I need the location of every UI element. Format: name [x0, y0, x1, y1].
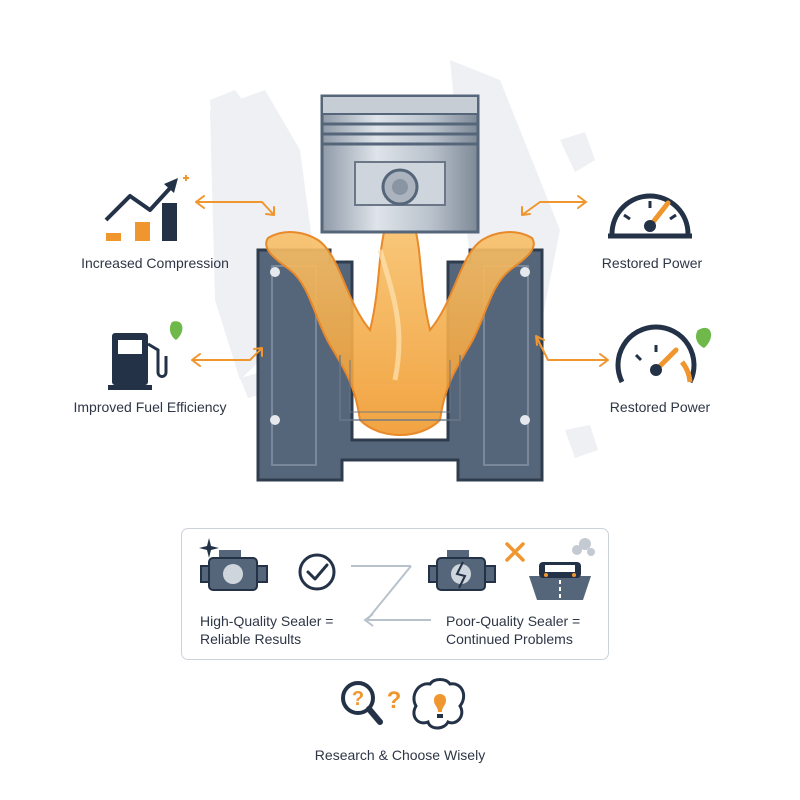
label-increased-compression: Increased Compression — [81, 255, 229, 271]
arrow-power-bottom — [535, 335, 609, 367]
high-quality-line2: Reliable Results — [200, 631, 302, 647]
speedometer-icon — [608, 193, 692, 239]
car-road-icon — [529, 538, 595, 600]
poor-quality-line1: Poor-Quality Sealer = — [446, 613, 581, 629]
research-label: Research & Choose Wisely — [314, 747, 486, 763]
speedometer-leaf-icon — [615, 324, 712, 384]
piston — [320, 94, 480, 234]
check-circle-icon — [298, 553, 336, 591]
arrows — [191, 195, 609, 367]
sparkle-icon — [199, 538, 219, 558]
engine-bad-icon — [428, 550, 496, 591]
engine-diagram — [104, 60, 712, 482]
fuel-pump-icon — [108, 321, 183, 390]
arrow-power-top — [521, 195, 587, 216]
high-quality-line1: High-Quality Sealer = — [200, 613, 334, 629]
comparison-graphics — [199, 538, 595, 627]
compression-chart-icon — [104, 175, 189, 241]
x-mark-icon — [505, 542, 525, 562]
research-graphics: ? ? — [341, 678, 466, 730]
high-quality-text: High-Quality Sealer = Reliable Results — [200, 612, 333, 648]
arrow-compression — [195, 195, 275, 216]
magnifier-question-mark: ? — [352, 688, 364, 710]
label-restored-power-bottom: Restored Power — [609, 399, 711, 415]
zigzag-arrow — [351, 565, 431, 627]
arrow-fuel — [191, 347, 263, 367]
poor-quality-text: Poor-Quality Sealer = Continued Problems — [446, 612, 580, 648]
brain-lightbulb-icon — [412, 678, 466, 730]
label-improved-fuel-efficiency: Improved Fuel Efficiency — [73, 399, 227, 415]
question-mark-icon: ? — [387, 687, 402, 714]
engine-good-icon — [200, 550, 268, 591]
poor-quality-line2: Continued Problems — [446, 631, 573, 647]
label-restored-power-top: Restored Power — [601, 255, 703, 271]
sealer-flow — [265, 227, 535, 436]
magnifier-question-icon: ? — [341, 681, 383, 725]
